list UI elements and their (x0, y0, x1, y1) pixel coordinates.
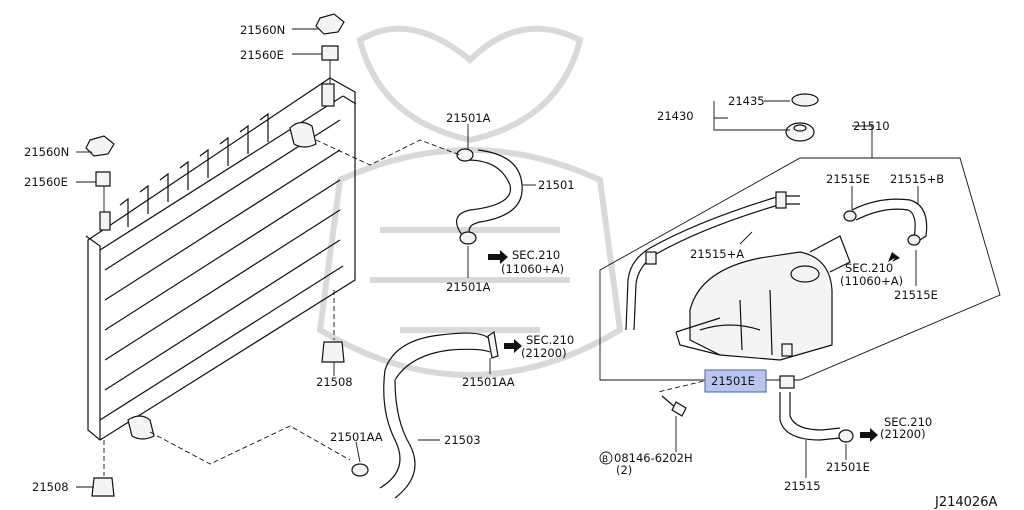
label-21501e-highlighted[interactable]: 21501E (711, 374, 755, 388)
sec-arrow-right (888, 252, 900, 262)
watermark-emblem (316, 25, 624, 378)
label-sec210-low-ref: (21200) (521, 346, 567, 360)
reservoir-tank (675, 235, 851, 361)
lower-mount-grommet-mid (321, 290, 345, 363)
lower-mount-grommet-bottom (91, 440, 115, 497)
label-21501a-bottom[interactable]: 21501A (446, 280, 491, 294)
label-21508-mid[interactable]: 21508 (316, 375, 353, 389)
label-21501aa-left[interactable]: 21501AA (330, 430, 383, 444)
label-21560e-right[interactable]: 21560E (240, 48, 284, 62)
label-sec210-bottom-right-ref: (21200) (880, 427, 926, 441)
label-sec210-mid[interactable]: SEC.210 (512, 248, 560, 262)
label-21501a-top[interactable]: 21501A (446, 111, 491, 125)
lower-radiator-hose (351, 330, 499, 499)
label-21510[interactable]: 21510 (853, 119, 890, 133)
label-bolt-part[interactable]: 08146-6202H (614, 451, 693, 465)
label-21515e-top[interactable]: 21515E (826, 172, 870, 186)
reservoir-cap (785, 122, 815, 142)
sec-arrow-mid (488, 250, 508, 264)
label-21515e-right[interactable]: 21515E (894, 288, 938, 302)
label-21515b[interactable]: 21515+B (890, 172, 944, 186)
label-sec210-bottom-right[interactable]: SEC.210 (884, 415, 932, 429)
label-21503[interactable]: 21503 (444, 433, 481, 447)
label-bolt-code: B (602, 455, 608, 465)
dash-upper-hose (315, 139, 461, 166)
reservoir-lower-hose (779, 375, 854, 443)
label-bolt-qty: (2) (616, 463, 632, 477)
upper-mount-grommet-left (85, 135, 115, 212)
mounting-bolt (661, 395, 687, 417)
label-21560n-right[interactable]: 21560N (240, 23, 285, 37)
label-21515a[interactable]: 21515+A (690, 247, 744, 261)
labels: 21560N 21560E 21560N 21560E 21501A 21501… (24, 23, 997, 510)
upper-radiator-hose (455, 148, 523, 245)
label-sec210-right[interactable]: SEC.210 (845, 261, 893, 275)
bolt-b-circle (599, 451, 613, 465)
sec-arrow-low (504, 339, 522, 353)
label-21501[interactable]: 21501 (538, 178, 575, 192)
sec-arrow-br (860, 428, 878, 442)
highlight-box[interactable] (704, 369, 767, 393)
label-21501e-bottom[interactable]: 21501E (826, 460, 870, 474)
label-sec210-mid-ref: (11060+A) (501, 262, 564, 276)
radiator-assembly (85, 77, 357, 441)
label-sec210-low[interactable]: SEC.210 (526, 333, 574, 347)
dash-lower-hose (149, 425, 351, 465)
label-21515[interactable]: 21515 (784, 479, 821, 493)
overflow-hose-a (625, 191, 800, 331)
diagram-id: J214026A (934, 495, 997, 510)
reservoir-frame (599, 157, 1001, 381)
label-21430[interactable]: 21430 (657, 109, 694, 123)
upper-mount-grommet-right (315, 13, 345, 84)
label-21560n-left[interactable]: 21560N (24, 145, 69, 159)
label-sec210-right-ref: (11060+A) (840, 274, 903, 288)
label-21435[interactable]: 21435 (728, 94, 765, 108)
label-21560e-left[interactable]: 21560E (24, 175, 68, 189)
label-21508-bottom[interactable]: 21508 (32, 480, 69, 494)
label-21501aa-right[interactable]: 21501AA (462, 375, 515, 389)
overflow-hose-b (843, 198, 928, 246)
cap-seal (791, 93, 819, 107)
leader-lines (76, 28, 919, 488)
